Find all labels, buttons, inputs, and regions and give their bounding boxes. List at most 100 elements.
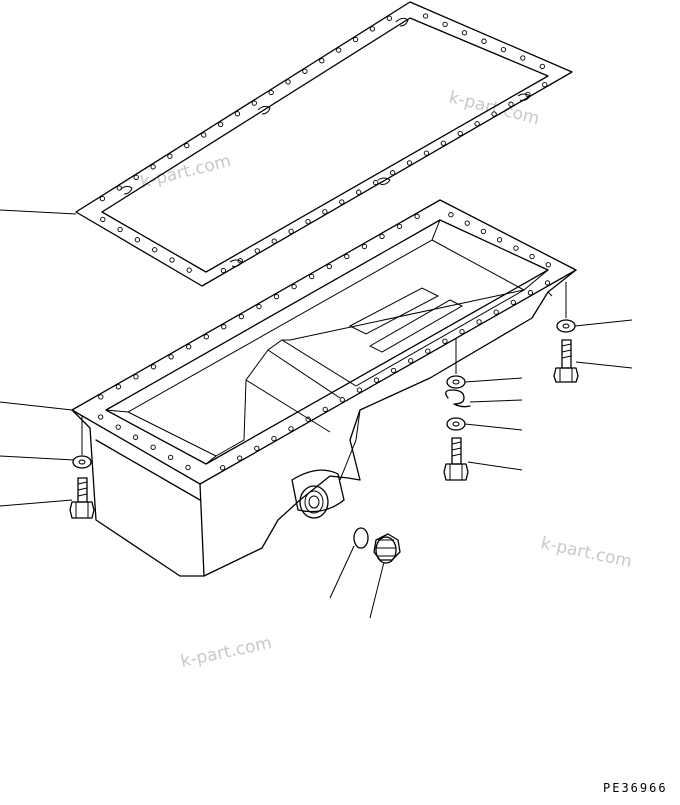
washer-left <box>72 455 92 469</box>
bolt-hole <box>464 220 470 226</box>
drawing-code: PE36966 <box>603 781 668 795</box>
bolt-hole <box>474 121 480 127</box>
bolt-hole <box>361 243 368 250</box>
bolt-hole <box>219 465 226 471</box>
bolt-hole <box>201 132 207 138</box>
bolt-hole <box>508 101 514 107</box>
bolt-hole <box>302 68 308 74</box>
bolt-hole <box>268 89 274 96</box>
bolt-hole <box>169 257 175 263</box>
drain-plug <box>373 533 401 564</box>
bolt-hole <box>133 374 139 380</box>
bolt-hole <box>457 130 463 137</box>
bolt-hole <box>356 387 363 393</box>
bolt-hole <box>326 263 332 270</box>
bolt-hole <box>117 226 123 233</box>
bolt-hole <box>186 344 192 350</box>
bolt-hole <box>440 140 446 146</box>
bolt-hole <box>167 454 174 461</box>
bolt-hole <box>217 121 224 128</box>
bolt-hole <box>134 237 141 243</box>
bolt-hole <box>285 79 291 85</box>
bolt-hole <box>414 213 420 220</box>
bolt-hole <box>132 434 139 440</box>
bolt-hole <box>167 153 173 159</box>
bolt-left <box>69 477 95 519</box>
bolt-hole <box>220 267 227 274</box>
bolt-hole <box>539 63 545 70</box>
bolt-hole <box>425 348 431 354</box>
bolt-hole <box>396 223 403 230</box>
bolt-hole <box>423 150 430 156</box>
oil-pan <box>71 199 577 577</box>
bolt-hole <box>356 189 362 195</box>
bolt-hole <box>168 354 174 360</box>
pan-bolt-holes <box>98 212 551 471</box>
bolt-hole <box>408 358 414 364</box>
bolt-hole <box>184 142 190 149</box>
bolt-hole <box>389 170 396 176</box>
bolt-hole <box>459 328 465 335</box>
bolt-hole <box>100 216 106 223</box>
bolt-hole <box>422 13 429 19</box>
washer <box>446 417 466 431</box>
bolt-hole <box>336 47 342 53</box>
watermark: k-part.com <box>138 151 233 193</box>
gasket-bolt-holes <box>99 13 548 274</box>
bolt-hole <box>319 58 325 64</box>
bolt-hole <box>461 30 468 36</box>
bolt-hole <box>529 253 535 260</box>
bolt-hole <box>390 367 397 374</box>
bolt-hole <box>344 253 350 260</box>
bolt-hole <box>115 424 121 430</box>
bolt-hole <box>481 38 487 44</box>
bolt-hole <box>493 309 499 315</box>
bolt-hole <box>309 273 315 280</box>
bolt-hole <box>251 100 257 106</box>
bolt-hole <box>133 174 139 181</box>
bolt-hole <box>379 233 385 240</box>
bolt-hole <box>150 164 156 170</box>
bolt-hole <box>98 414 104 420</box>
bolt-hole <box>254 445 260 452</box>
bolt-hole <box>339 199 345 205</box>
bolt-hole <box>513 245 519 251</box>
bolt-hole <box>291 283 297 290</box>
bolt-hole <box>496 237 503 243</box>
bolt-hole <box>234 111 241 117</box>
bolt-hole <box>480 228 487 235</box>
bolt-right <box>553 339 579 383</box>
bolt-hole <box>520 55 526 61</box>
bolt-hole <box>150 444 156 450</box>
washer <box>446 375 466 389</box>
bolt-hole <box>221 324 227 330</box>
bolt-hole <box>238 313 245 320</box>
bolt-hole <box>373 377 380 383</box>
bolt-hole <box>373 179 379 186</box>
bolt-hole <box>369 26 376 32</box>
bolt-hole <box>406 160 413 166</box>
watermark: k-part.com <box>179 633 274 672</box>
bolt-hole <box>237 455 243 461</box>
bolt-hole <box>542 81 548 88</box>
bolt-hole <box>352 36 359 43</box>
washer-right <box>556 319 576 333</box>
bolt-hole <box>448 212 454 218</box>
leader-lines <box>0 209 633 619</box>
bolt-hole <box>545 262 551 268</box>
bolt-hole <box>442 338 448 344</box>
bolt-hole <box>115 384 122 390</box>
bolt-hole <box>271 435 277 442</box>
bolt-hole <box>339 397 345 403</box>
bolt-hole <box>203 334 209 340</box>
bolt-hole <box>271 238 277 244</box>
clip <box>445 389 471 408</box>
bolt <box>443 437 469 481</box>
bolt-hole <box>150 364 157 370</box>
bolt-hole <box>98 394 104 400</box>
bolt-hole <box>510 299 516 306</box>
bolt-hole <box>152 247 158 253</box>
bolt-hole <box>491 111 497 117</box>
bolt-hole <box>527 290 534 296</box>
bolt-hole <box>185 464 191 471</box>
